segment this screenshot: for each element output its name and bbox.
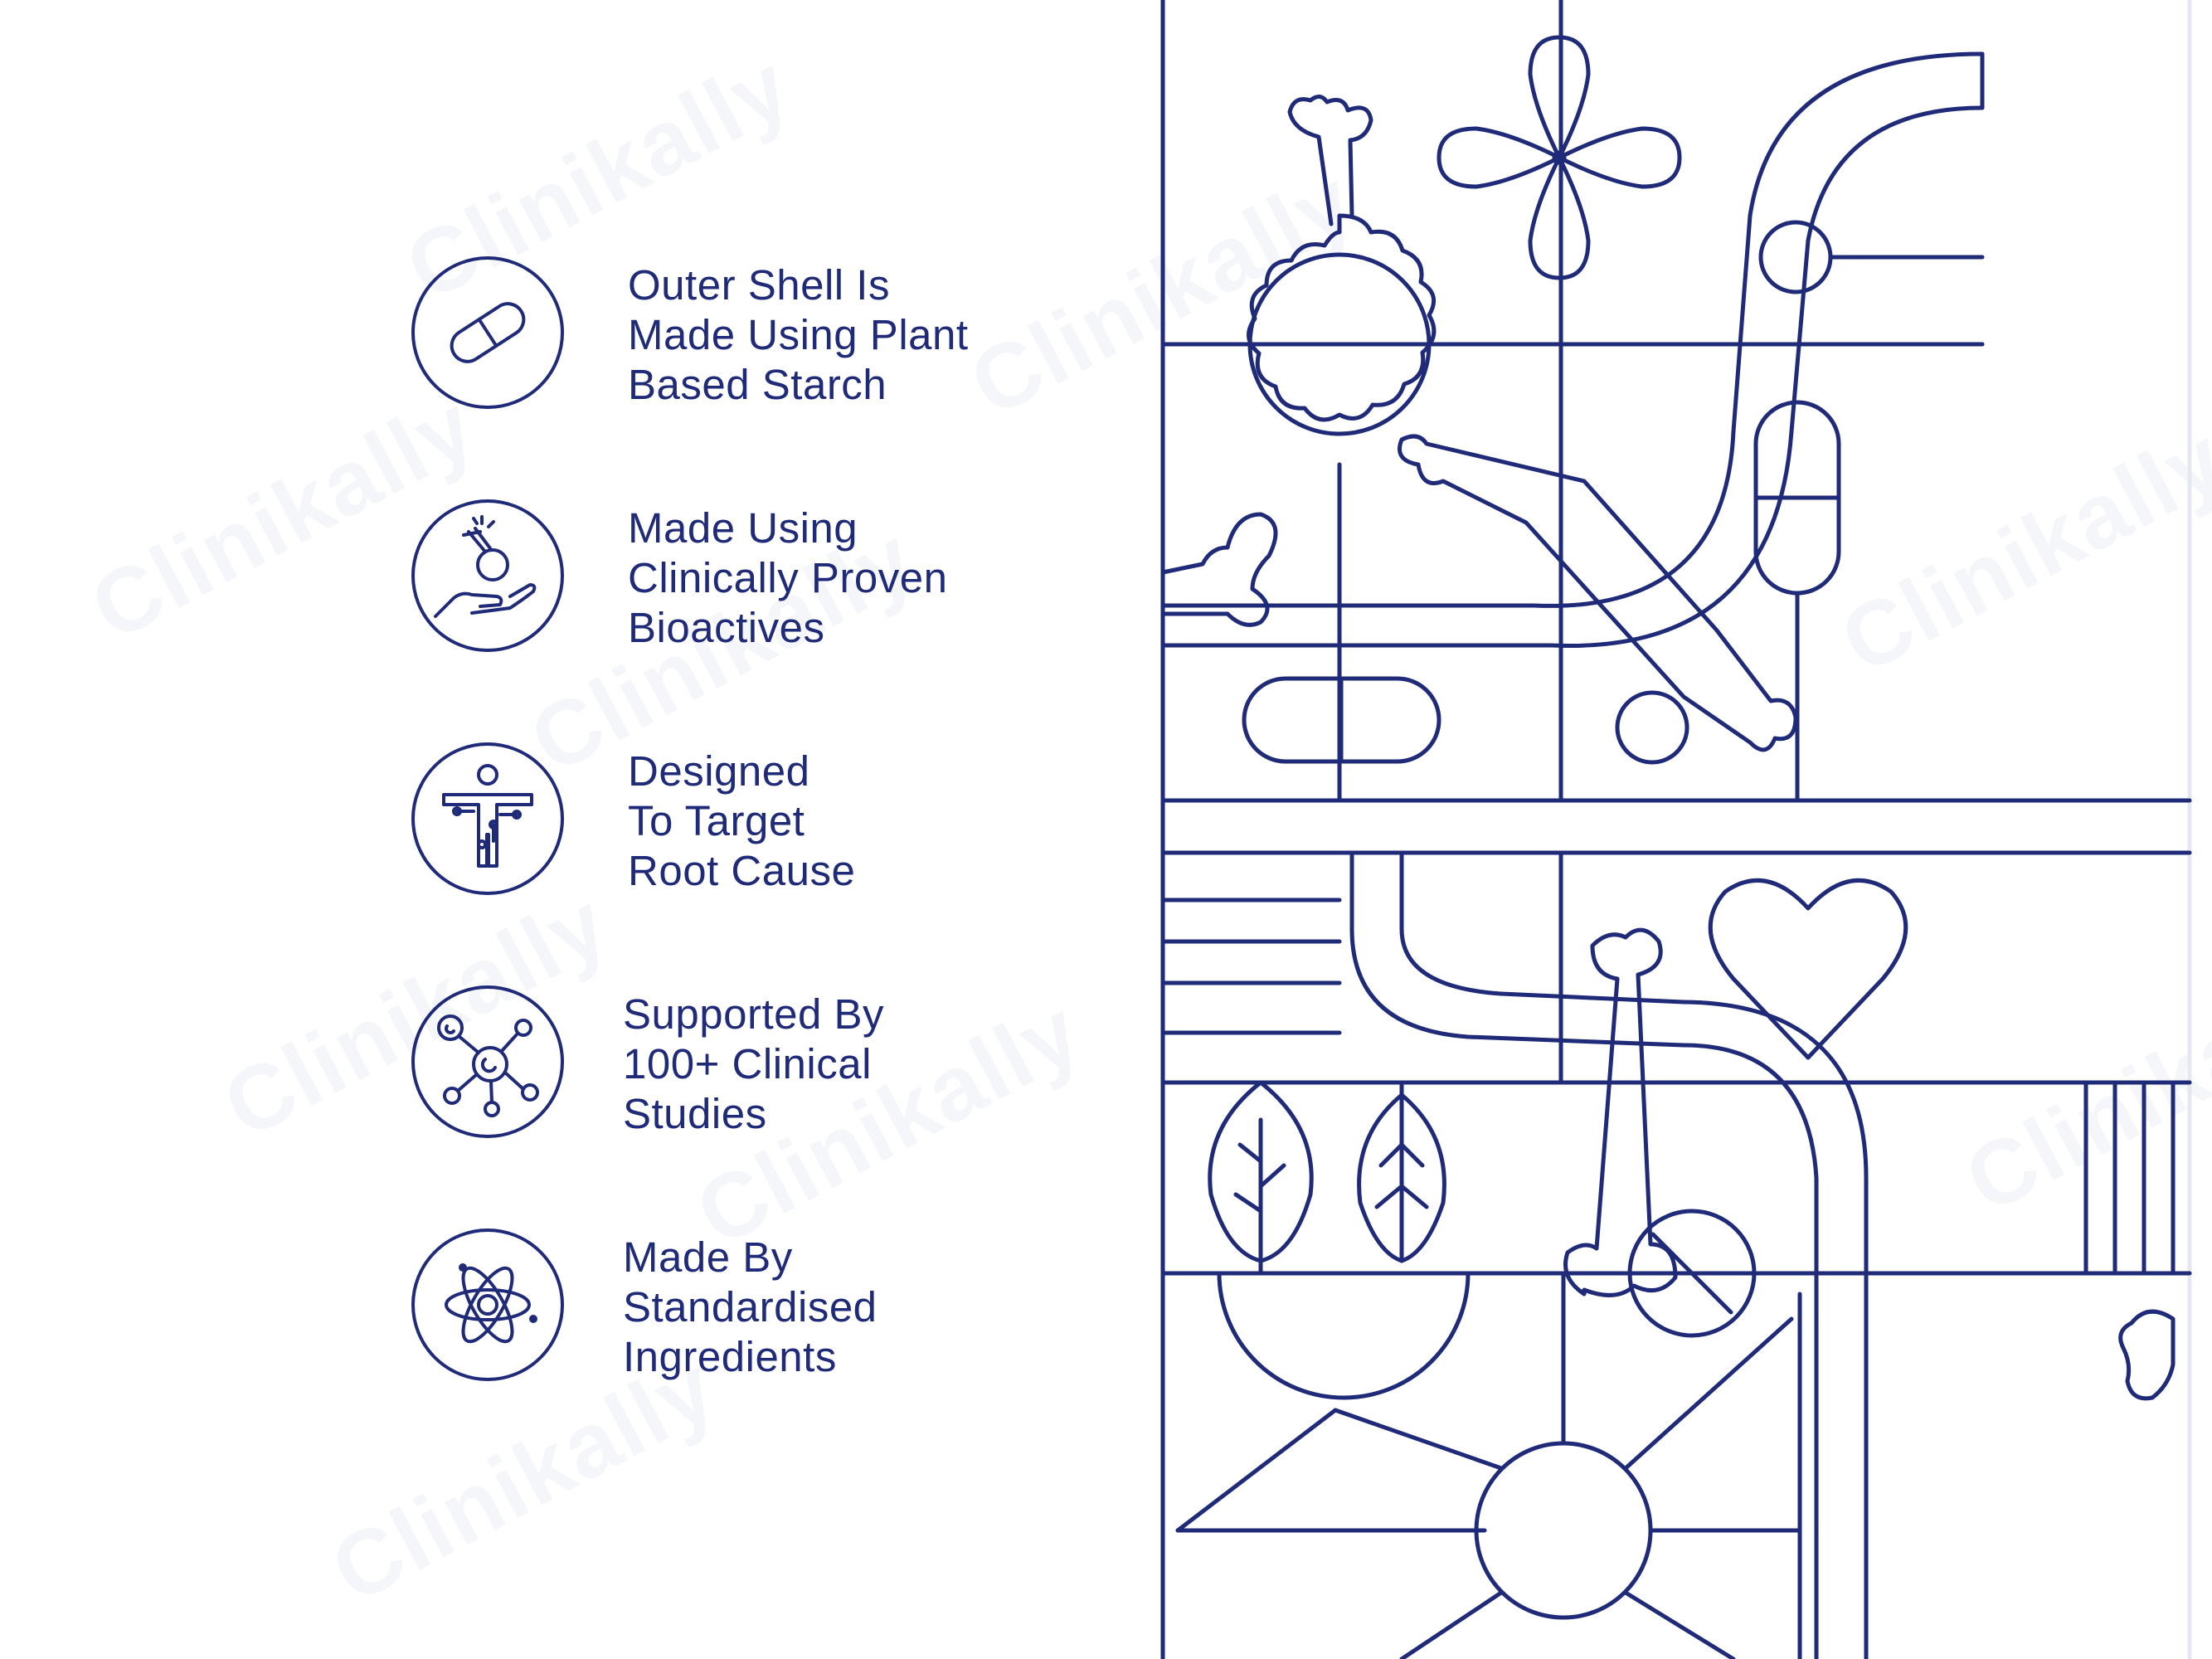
atom-icon [411, 1228, 565, 1382]
feature-line: Studies [623, 1090, 767, 1137]
feature-text: Made By Standardised Ingredients [623, 1233, 878, 1382]
feature-line: Made By [623, 1233, 793, 1281]
feature-text: Outer Shell Is Made Using Plant Based St… [628, 260, 969, 410]
capsule-icon [411, 255, 565, 410]
feature-item-root-cause: Designed To Target Root Cause [411, 742, 1157, 907]
feature-text: Supported By 100+ Clinical Studies [623, 990, 884, 1139]
feature-line: 100+ Clinical [623, 1040, 872, 1087]
flask-in-hand-icon [411, 499, 565, 653]
feature-line: Supported By [623, 990, 885, 1038]
feature-line: Bioactives [628, 604, 825, 651]
feature-line: Root Cause [628, 847, 856, 894]
feature-line: Made Using Plant [628, 311, 969, 358]
feature-text: Designed To Target Root Cause [628, 747, 855, 896]
feature-line: Based Starch [628, 361, 887, 408]
feature-item-bioactives: Made Using Clinically Proven Bioactives [411, 499, 1157, 664]
feature-item-standardised: Made By Standardised Ingredients [411, 1228, 1157, 1394]
feature-line: Standardised [623, 1283, 878, 1331]
feature-line: Designed [628, 747, 810, 795]
feature-line: To Target [628, 797, 805, 844]
human-body-target-icon [411, 742, 565, 896]
feature-item-clinical-studies: Supported By 100+ Clinical Studies [411, 985, 1157, 1151]
feature-text: Made Using Clinically Proven Bioactives [628, 504, 947, 653]
molecule-network-icon [411, 985, 565, 1139]
feature-line: Made Using [628, 504, 858, 552]
decorative-line-illustration [1153, 0, 2212, 1659]
feature-item-plant-starch: Outer Shell Is Made Using Plant Based St… [411, 255, 1157, 421]
feature-line: Ingredients [623, 1333, 837, 1380]
feature-list: Outer Shell Is Made Using Plant Based St… [411, 256, 968, 1381]
feature-line: Clinically Proven [628, 554, 948, 601]
feature-line: Outer Shell Is [628, 261, 890, 309]
